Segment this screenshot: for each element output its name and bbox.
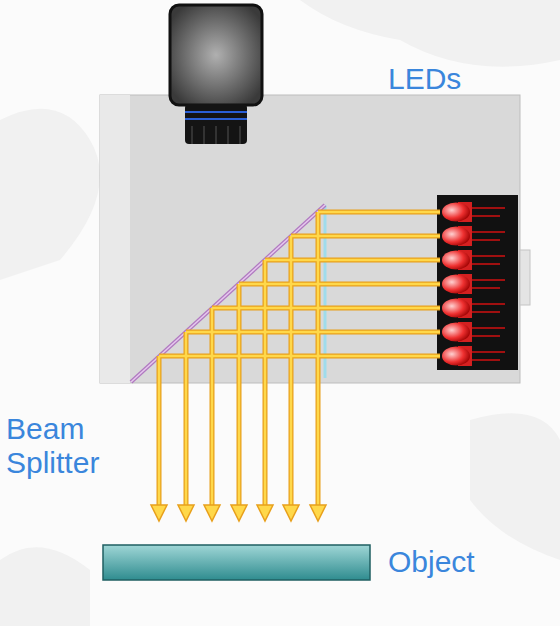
led: [442, 322, 505, 342]
led-dome: [442, 323, 470, 342]
led: [442, 346, 505, 366]
led-array: [442, 202, 505, 366]
led-leg: [470, 255, 505, 257]
led-leg: [470, 359, 500, 361]
component-label: Object: [388, 545, 548, 579]
led: [442, 202, 505, 222]
component-label: Beam Splitter: [6, 412, 146, 480]
led-leg: [470, 279, 505, 281]
light-rays: [151, 212, 440, 521]
led-dome: [442, 251, 470, 270]
led-leg: [470, 239, 500, 241]
led-leg: [470, 335, 500, 337]
led-leg: [470, 351, 505, 353]
camera: [170, 5, 262, 144]
led-dome: [442, 275, 470, 294]
led-leg: [470, 215, 500, 217]
led-leg: [470, 327, 505, 329]
led-leg: [470, 263, 500, 265]
led-dome: [442, 227, 470, 246]
led-leg: [470, 287, 500, 289]
led-leg: [470, 311, 500, 313]
led: [442, 298, 505, 318]
led-dome: [442, 203, 470, 222]
led-dome: [442, 347, 470, 366]
housing: [100, 95, 530, 383]
object-plate: [103, 545, 370, 580]
led-leg: [470, 303, 505, 305]
led-dome: [442, 299, 470, 318]
window-pane: [325, 205, 326, 378]
led-leg: [470, 231, 505, 233]
led-leg: [470, 207, 505, 209]
component-label: LEDs: [388, 62, 538, 96]
led: [442, 226, 505, 246]
led: [442, 274, 505, 294]
led: [442, 250, 505, 270]
